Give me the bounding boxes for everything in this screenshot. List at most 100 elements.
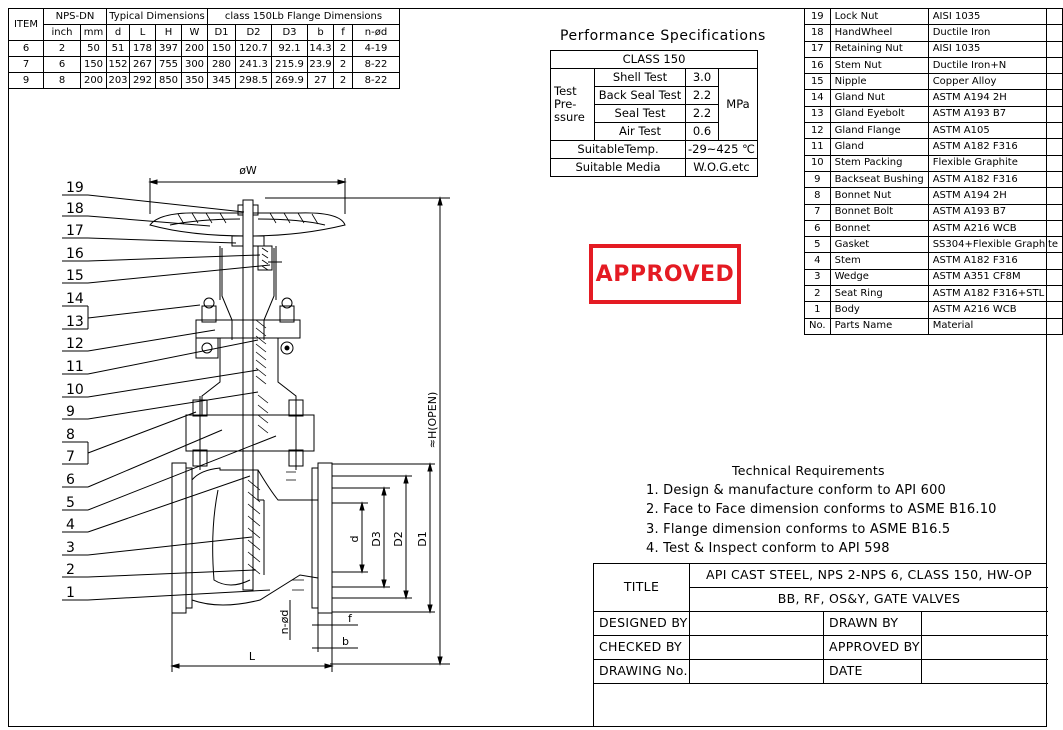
cell: 292 bbox=[129, 72, 156, 89]
part-material: Ductile Iron bbox=[927, 24, 1063, 42]
part-material: AISI 1035 bbox=[927, 7, 1063, 26]
title-block: TITLE API CAST STEEL, NPS 2-NPS 6, CLASS… bbox=[593, 563, 1048, 727]
unit-label: MPa bbox=[718, 68, 758, 141]
approved-by-label: APPROVED BY bbox=[823, 635, 922, 660]
part-name: Gasket bbox=[829, 236, 929, 254]
checked-by-label: CHECKED BY bbox=[594, 635, 690, 660]
cell: 241.3 bbox=[235, 56, 272, 73]
part-name: Bonnet Nut bbox=[829, 187, 929, 205]
part-number: 13 bbox=[804, 105, 831, 124]
part-material: Copper Alloy bbox=[927, 73, 1063, 91]
cell: 397 bbox=[155, 40, 182, 57]
part-number: 10 bbox=[804, 154, 831, 172]
part-material: AISI 1035 bbox=[927, 40, 1063, 58]
cell: 8-22 bbox=[352, 72, 400, 89]
cell: 350 bbox=[181, 72, 208, 89]
requirement-item: 4. Test & Inspect conform to API 598 bbox=[646, 541, 890, 556]
header-nd: n-ød bbox=[352, 24, 400, 41]
part-material: ASTM A193 B7 bbox=[927, 105, 1063, 124]
cell: 150 bbox=[80, 56, 107, 73]
part-material: ASTM A182 F316 bbox=[927, 252, 1063, 270]
header-typical-dimensions: Typical Dimensions bbox=[106, 8, 208, 25]
cell: 178 bbox=[129, 40, 156, 57]
part-name: Gland Flange bbox=[829, 122, 929, 140]
cell: 6 bbox=[8, 40, 44, 57]
header-mm: mm bbox=[80, 24, 107, 41]
drawn-by-value bbox=[921, 611, 1048, 636]
requirement-item: 1. Design & manufacture conform to API 6… bbox=[646, 482, 947, 498]
part-number: 18 bbox=[804, 24, 831, 42]
part-number: 14 bbox=[804, 89, 831, 107]
cell: 23.9 bbox=[307, 56, 334, 73]
performance-table: CLASS 150 Test Pre- ssure Shell Test 3.0… bbox=[550, 50, 758, 177]
test-pressure-label: Test Pre- ssure bbox=[550, 68, 595, 141]
cell: 14.3 bbox=[307, 40, 334, 57]
header-nps-dn: NPS-DN bbox=[43, 8, 107, 25]
technical-title: Technical Requirements bbox=[732, 463, 885, 478]
test-name: Air Test bbox=[594, 122, 686, 141]
part-name: HandWheel bbox=[829, 24, 929, 42]
test-name: Seal Test bbox=[594, 104, 686, 123]
header-L: L bbox=[129, 24, 156, 41]
part-material: ASTM A193 B7 bbox=[927, 203, 1063, 221]
part-name: Stem Nut bbox=[829, 56, 929, 75]
cell: 200 bbox=[80, 72, 107, 89]
part-name: Bonnet bbox=[829, 219, 929, 238]
requirement-item: 2. Face to Face dimension conforms to AS… bbox=[646, 502, 997, 517]
designed-by-label: DESIGNED BY bbox=[594, 611, 690, 636]
drawing-border bbox=[8, 8, 1047, 727]
title-label: TITLE bbox=[594, 564, 690, 612]
part-number: 12 bbox=[804, 122, 831, 140]
header-D2: D2 bbox=[235, 24, 272, 41]
part-number: 1 bbox=[804, 301, 831, 319]
part-material: ASTM A351 CF8M bbox=[927, 268, 1063, 287]
dimensions-table: ITEM NPS-DN Typical Dimensions class 150… bbox=[8, 8, 400, 89]
cell: 9 bbox=[8, 72, 44, 89]
part-name: Stem Packing bbox=[829, 154, 929, 172]
part-number: 16 bbox=[804, 56, 831, 75]
drawn-by-label: DRAWN BY bbox=[823, 611, 922, 636]
cell: 203 bbox=[106, 72, 130, 89]
part-number: 4 bbox=[804, 252, 831, 270]
part-number: 8 bbox=[804, 187, 831, 205]
cell: 200 bbox=[181, 40, 208, 57]
date-value bbox=[921, 659, 1048, 684]
header-b: b bbox=[307, 24, 334, 41]
part-name: Gland bbox=[829, 138, 929, 156]
part-material: ASTM A182 F316 bbox=[927, 170, 1063, 189]
header-flange-dimensions: class 150Lb Flange Dimensions bbox=[207, 8, 400, 25]
title-line-2: BB, RF, OS&Y, GATE VALVES bbox=[689, 587, 1048, 612]
cell: 2 bbox=[333, 72, 353, 89]
part-name: Nipple bbox=[829, 73, 929, 91]
part-material: SS304+Flexible Graphite bbox=[927, 236, 1063, 254]
header-H: H bbox=[155, 24, 182, 41]
performance-specifications: Performance Specifications CLASS 150 Tes… bbox=[550, 28, 766, 177]
part-number: 9 bbox=[804, 170, 831, 189]
part-name: Gland Nut bbox=[829, 89, 929, 107]
part-material: ASTM A194 2H bbox=[927, 187, 1063, 205]
part-number: 6 bbox=[804, 219, 831, 238]
media-label: Suitable Media bbox=[550, 158, 686, 177]
header-d: d bbox=[106, 24, 130, 41]
test-value: 2.2 bbox=[685, 104, 719, 123]
cell: 27 bbox=[307, 72, 334, 89]
cell: 267 bbox=[129, 56, 156, 73]
part-number: 3 bbox=[804, 268, 831, 287]
part-number: 7 bbox=[804, 203, 831, 221]
cell: 51 bbox=[106, 40, 130, 57]
part-number: 15 bbox=[804, 73, 831, 91]
cell: 2 bbox=[333, 40, 353, 57]
